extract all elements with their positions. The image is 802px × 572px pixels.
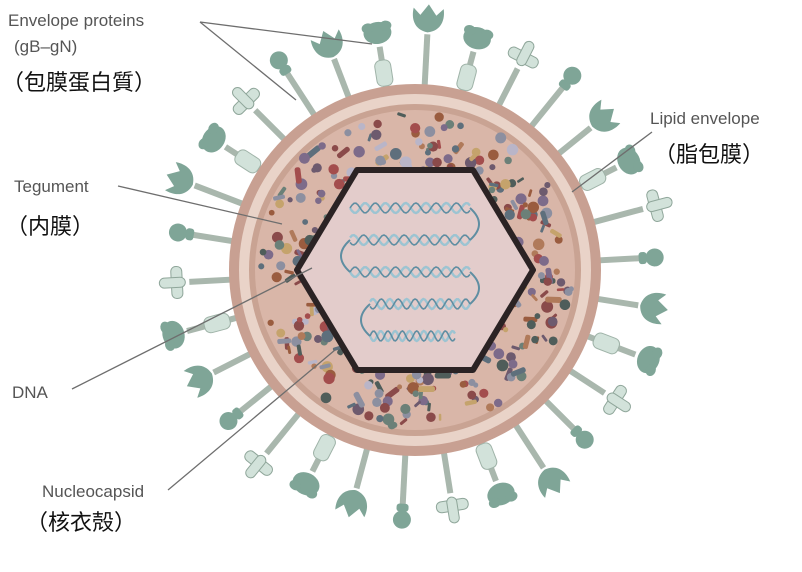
label-dna: DNA — [12, 383, 49, 402]
label-envelope-proteins: Envelope proteins — [8, 11, 144, 30]
spike-cross-icon — [427, 443, 471, 525]
label-tegument-zh: （内膜） — [6, 215, 94, 240]
label-lipid-envelope: Lipid envelope — [650, 109, 760, 128]
label-lipid-envelope-zh: （脂包膜） — [654, 143, 764, 168]
spike-tulip-icon — [409, 4, 445, 94]
spike-knob-icon — [392, 447, 414, 529]
label-envelope-proteins-zh: （包膜蛋白質） — [2, 71, 156, 96]
label-nucleocapsid: Nucleocapsid — [42, 482, 144, 501]
label-nucleocapsid-zh: （核衣殻） — [26, 511, 136, 536]
label-envelope-proteins-range: (gB–gN) — [14, 37, 77, 56]
spike-knob-icon — [168, 222, 241, 251]
label-tegument: Tegument — [14, 177, 89, 196]
spike-cross-icon — [159, 263, 239, 299]
leader-envelope-1 — [200, 22, 372, 44]
spike-tulip-icon — [588, 282, 670, 325]
spike-knob-icon — [592, 248, 664, 270]
